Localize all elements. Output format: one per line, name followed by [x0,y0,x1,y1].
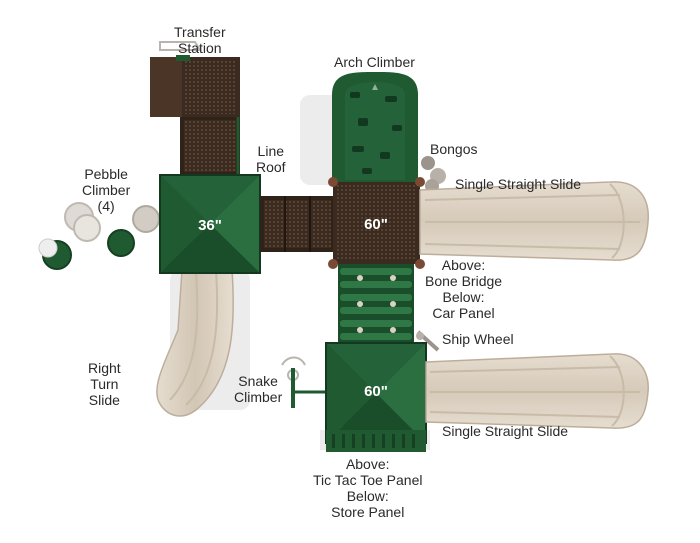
deck-60-bottom-label: 60" [364,383,388,400]
label-bone-bridge: Above: Bone Bridge Below: Car Panel [425,257,503,321]
arch-climber [332,72,418,182]
deck-60-bottom: 60" [325,342,427,452]
label-arch-climber: Arch Climber [334,54,415,70]
snake-climber [281,356,328,408]
ship-wheel [416,330,440,352]
label-line-roof: Line Roof [256,143,286,175]
transfer-station [150,41,240,175]
label-single-straight-slide-top: Single Straight Slide [455,176,582,192]
straight-slide-top [419,181,649,261]
label-snake-climber: Snake Climber [234,373,283,405]
label-bongos: Bongos [430,141,478,157]
label-ship-wheel: Ship Wheel [442,331,514,347]
label-pebble-climber: Pebble Climber (4) [82,166,131,214]
label-tic-tac-toe: Above: Tic Tac Toe Panel Below: Store Pa… [313,456,423,520]
line-roof-bridge [260,196,335,252]
label-single-straight-slide-bottom: Single Straight Slide [442,423,569,439]
deck-60-center: 60" [328,177,425,269]
deck-60-center-label: 60" [364,216,388,233]
bongos [421,156,446,193]
right-turn-slide [156,269,234,417]
straight-slide-bottom [425,353,649,429]
bone-bridge [338,264,414,346]
label-right-turn-slide: Right Turn Slide [88,360,121,408]
pebble-climbers [38,202,160,270]
label-transfer-station: Transfer Station [174,24,226,56]
deck-36: 36" [159,174,261,274]
deck-36-label: 36" [198,217,222,234]
